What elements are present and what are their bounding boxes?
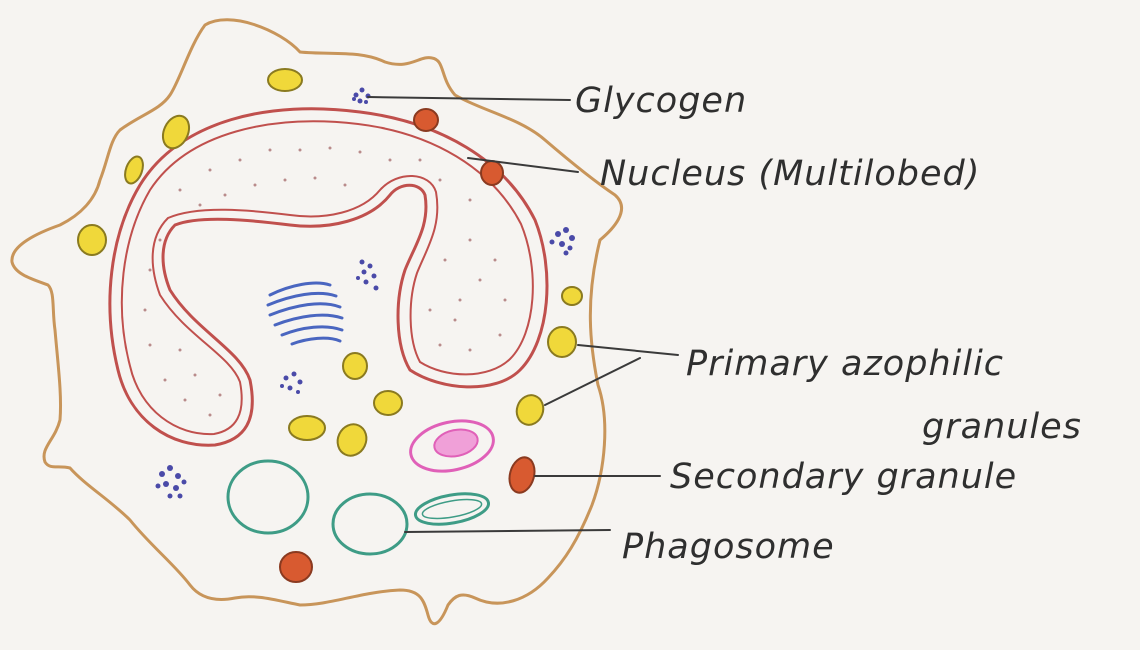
glycogen-label: Glycogen <box>575 81 747 121</box>
vacuole <box>409 419 495 473</box>
nucleus-label: Nucleus (Multilobed) <box>600 154 980 194</box>
nucleus <box>108 107 549 447</box>
nuclear-envelope-inner <box>120 120 534 436</box>
glycogen-leader <box>367 96 571 101</box>
primary-granules <box>77 68 583 457</box>
primary-granule-leader-upper <box>577 344 679 356</box>
glycogen-cluster <box>352 87 371 104</box>
nucleus-leader <box>467 157 579 173</box>
glycogen-cluster <box>155 465 187 499</box>
glycogen-cluster <box>280 371 303 394</box>
nuclear-envelope-outer <box>108 107 549 447</box>
primary-granules-label-line2: granules <box>922 407 1082 447</box>
glycogen-cluster <box>549 227 575 256</box>
phagosomes <box>226 459 491 556</box>
primary-granule-leader-lower <box>544 357 641 406</box>
golgi-apparatus <box>266 281 344 346</box>
secondary-granule-label: Secondary granule <box>670 457 1017 497</box>
glycogen-cluster <box>356 259 379 291</box>
cell-membrane <box>10 18 623 626</box>
secondary-granules <box>279 108 536 583</box>
chromatin <box>143 146 507 417</box>
phagosome-label: Phagosome <box>622 527 835 567</box>
primary-granules-label-line1: Primary azophilic <box>686 344 1004 384</box>
phagosome-leader <box>404 529 611 533</box>
